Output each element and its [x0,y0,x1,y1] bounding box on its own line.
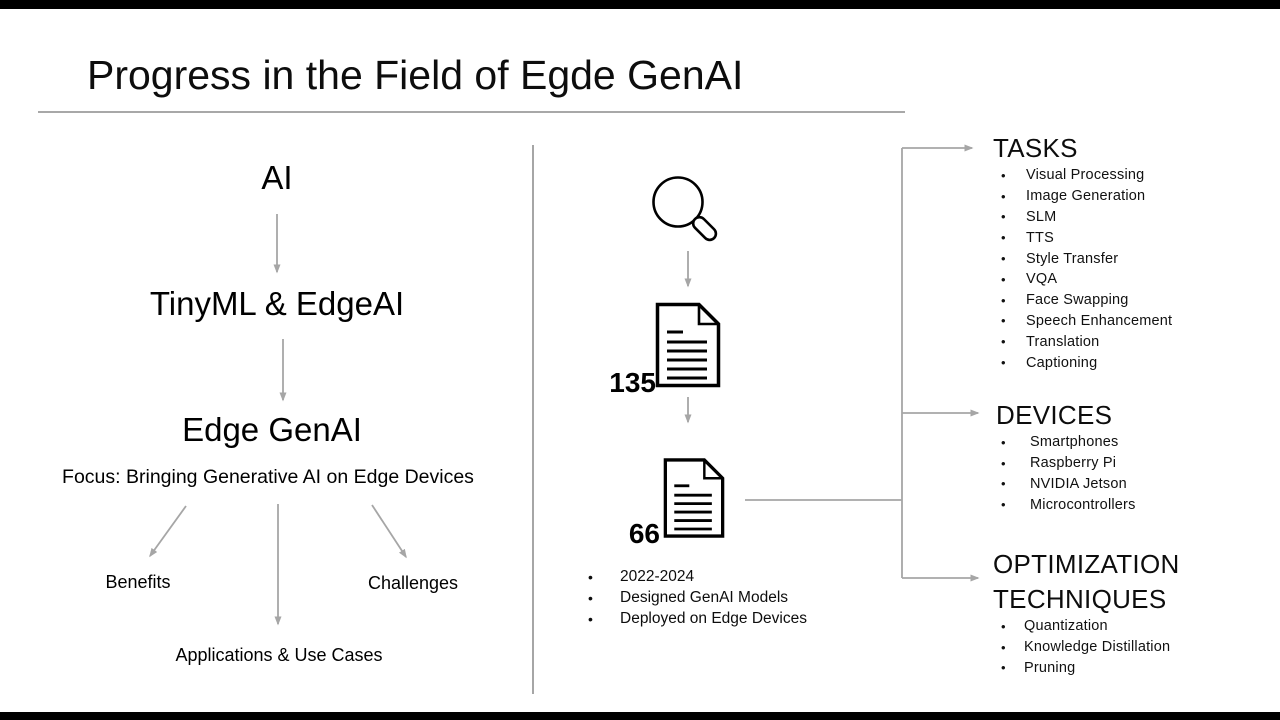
list-item-label: VQA [1026,271,1058,288]
list-item: SLM [1001,207,1172,228]
list-item: Style Transfer [1001,248,1172,269]
list-item-label: Face Swapping [1026,292,1129,309]
selection-criteria-list: 2022-2024Designed GenAI ModelsDeployed o… [578,566,807,629]
list-item: Captioning [1001,352,1172,373]
magnifier-lens [652,176,704,228]
list-item-label: Style Transfer [1026,250,1119,267]
list-item: Pruning [1001,658,1170,679]
list-item-label: Speech Enhancement [1026,312,1173,329]
list-item-label: Raspberry Pi [1030,455,1117,472]
list-item-label: Knowledge Distillation [1024,639,1171,656]
list-item: TTS [1001,227,1172,248]
letterbox-top-bar [0,0,1280,9]
flow-node-tinyml-edgeai: TinyML & EdgeAI [149,285,405,322]
list-item-label: TTS [1026,229,1054,246]
list-item: Image Generation [1001,186,1172,207]
tasks-heading: TASKS [993,133,1078,163]
list-item-label: Designed GenAI Models [620,588,789,606]
list-item: Face Swapping [1001,290,1172,311]
list-item-label: 2022-2024 [620,567,695,585]
branch-label-challenges: Challenges [367,573,459,593]
tasks-list: Visual ProcessingImage GenerationSLM TTS S… [1001,165,1172,373]
optimization-list: QuantizationKnowledge DistillationPrunin… [1001,616,1170,678]
list-item: Microcontrollers [1001,494,1136,515]
flow-node-ai: AI [261,159,293,196]
list-item: 2022-2024 [578,566,807,587]
section-divider [532,145,534,694]
list-item: Speech Enhancement [1001,311,1172,332]
papers-selected-count: 66 [628,518,660,549]
magnifier-handle [691,215,718,242]
document-text-lines [667,330,707,380]
list-item-label: Smartphones [1030,434,1119,451]
list-item: Translation [1001,331,1172,352]
list-item: VQA [1001,269,1172,290]
document-icon [655,302,721,388]
arrow-to-challenges [371,504,407,559]
document-icon [663,458,725,538]
flow-node-edge-genai: Edge GenAI [182,411,362,448]
page-title: Progress in the Field of Egde GenAI [87,52,744,98]
list-item: Visual Processing [1001,165,1172,186]
list-item: NVIDIA Jetson [1001,474,1136,495]
letterbox-bottom-bar [0,712,1280,720]
list-item-label: Pruning [1024,659,1076,676]
list-item-label: Deployed on Edge Devices [620,609,807,627]
list-item-label: Translation [1026,333,1100,350]
magnifying-glass-icon [652,176,718,242]
arrow-to-benefits [149,505,187,558]
list-item-label: Image Generation [1026,188,1146,205]
list-item-label: Quantization [1024,618,1108,635]
papers-found-count: 135 [609,367,656,398]
list-item: Deployed on Edge Devices [578,608,807,629]
list-item-label: NVIDIA Jetson [1030,475,1127,492]
list-item: Knowledge Distillation [1001,637,1170,658]
list-item-label: SLM [1026,208,1057,225]
optimization-heading: OPTIMIZATION TECHNIQUES [993,549,1180,614]
document-outline [663,458,725,538]
focus-caption: Focus: Bringing Generative AI on Edge De… [62,466,474,488]
branch-label-benefits: Benefits [105,572,171,592]
list-item: Smartphones [1001,432,1136,453]
document-text-lines [674,484,712,531]
document-fold [697,304,719,326]
title-underline [38,111,905,113]
document-fold [703,459,723,480]
list-item-label: Visual Processing [1026,167,1145,184]
list-item-label: Captioning [1026,354,1098,371]
branch-label-applications: Applications & Use Cases [175,645,383,665]
list-item: Quantization [1001,616,1170,637]
list-item: Designed GenAI Models [578,587,807,608]
list-item: Raspberry Pi [1001,453,1136,474]
devices-heading: DEVICES [996,400,1113,430]
list-item-label: Microcontrollers [1030,496,1136,513]
devices-list: SmartphonesRaspberry Pi NVIDIA JetsonMicr… [1001,432,1136,515]
document-outline [655,302,721,388]
